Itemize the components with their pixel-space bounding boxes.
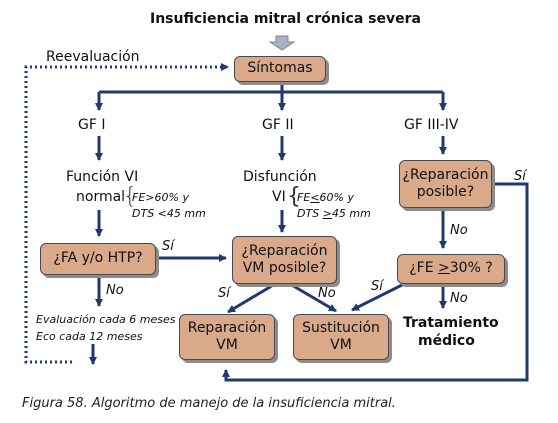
top-hollow-arrow [268,35,296,51]
edge-label-rep-no: No [450,223,468,238]
node-tratamiento-l2: médico [418,333,475,349]
diagram-title: Insuficiencia mitral crónica severa [150,11,421,27]
node-reparacion-vm-l2: VM [216,337,238,353]
criteria-fe60: FE>60% y [132,191,189,204]
node-reparacion-vm-posible-l2: VM posible? [242,260,327,276]
note-eco: Eco cada 12 meses [36,330,143,343]
node-sustitucion-vm-l2: VM [330,337,352,353]
arrow-fe30-si [351,281,407,312]
criteria-dts-ge45-post: 45 mm [331,207,371,220]
node-fa-htp: ¿FA y/o HTP? [40,243,156,275]
node-reparacion-vm-l1: Reparación [187,319,267,336]
edge-label-fa-si: Sí [162,239,174,254]
criteria-fe-le60: FE<60% y [297,192,354,203]
node-sustitucion-vm-l1: Sustitución [302,319,380,336]
arrow-repvm-si [227,282,276,314]
edge-label-repvm-no: No [318,286,336,301]
node-sustitucion-vm: Sustitución VM [293,314,389,360]
node-reparacion-vm: Reparación VM [179,314,275,360]
criteria-dts-ge45-pre: DTS [297,207,323,220]
brace-mid: { [287,184,301,209]
brace-left: { [123,184,137,209]
node-reparacion-posible-l2: posible? [416,184,475,200]
edge-label-fe30-no: No [450,291,468,306]
node-reparacion-posible-l1: ¿Reparación [402,166,489,183]
node-sintomas-label: Síntomas [247,60,313,77]
criteria-dts45: DTS <45 mm [132,207,206,220]
node-fe30-pre: ¿FE [409,260,439,277]
criteria-fe-le60-sym: < [310,191,320,204]
node-fe30-label: ¿FE >30% ? [409,260,493,278]
edge-label-fe30-si: Sí [371,279,383,294]
node-normal: normal [76,189,126,205]
node-fa-htp-label: ¿FA y/o HTP? [53,250,143,267]
edge-label-right-si: Sí [514,169,526,184]
node-tratamiento-l1: Tratamiento [403,315,499,331]
reevaluation-dotted-path [24,63,229,364]
criteria-dts-ge45: DTS >45 mm [297,208,371,219]
node-reparacion-vm-posible: ¿Reparación VM posible? [232,236,337,284]
figure-caption: Figura 58. Algoritmo de manejo de la ins… [22,396,396,411]
node-vi: VI [272,189,286,205]
arrow-repvm-no [289,282,337,313]
node-funcion-vi: Función VI [66,169,139,185]
node-gf1: GF I [78,117,106,133]
node-gf34: GF III-IV [404,117,459,133]
edge-label-repvm-si: Sí [218,286,230,301]
node-fe30: ¿FE >30% ? [397,254,505,284]
node-reparacion-posible: ¿Reparación posible? [399,160,492,208]
edge-label-fa-no: No [106,283,124,298]
node-reparacion-vm-posible-l1: ¿Reparación [241,242,328,259]
node-disfuncion: Disfunción [243,169,317,185]
criteria-dts-ge45-sym: > [322,207,332,220]
criteria-fe-le60-post: 60% y [319,191,354,204]
reevaluation-label: Reevaluación [46,49,140,65]
note-evaluacion: Evaluación cada 6 meses [36,313,176,326]
node-gf2: GF II [262,117,294,133]
node-fe30-sym: > [438,260,450,277]
arrow-right-si-path [222,182,529,382]
node-sintomas: Síntomas [234,56,326,82]
node-fe30-post: 30% ? [449,260,493,277]
criteria-fe-le60-pre: FE [297,191,311,204]
